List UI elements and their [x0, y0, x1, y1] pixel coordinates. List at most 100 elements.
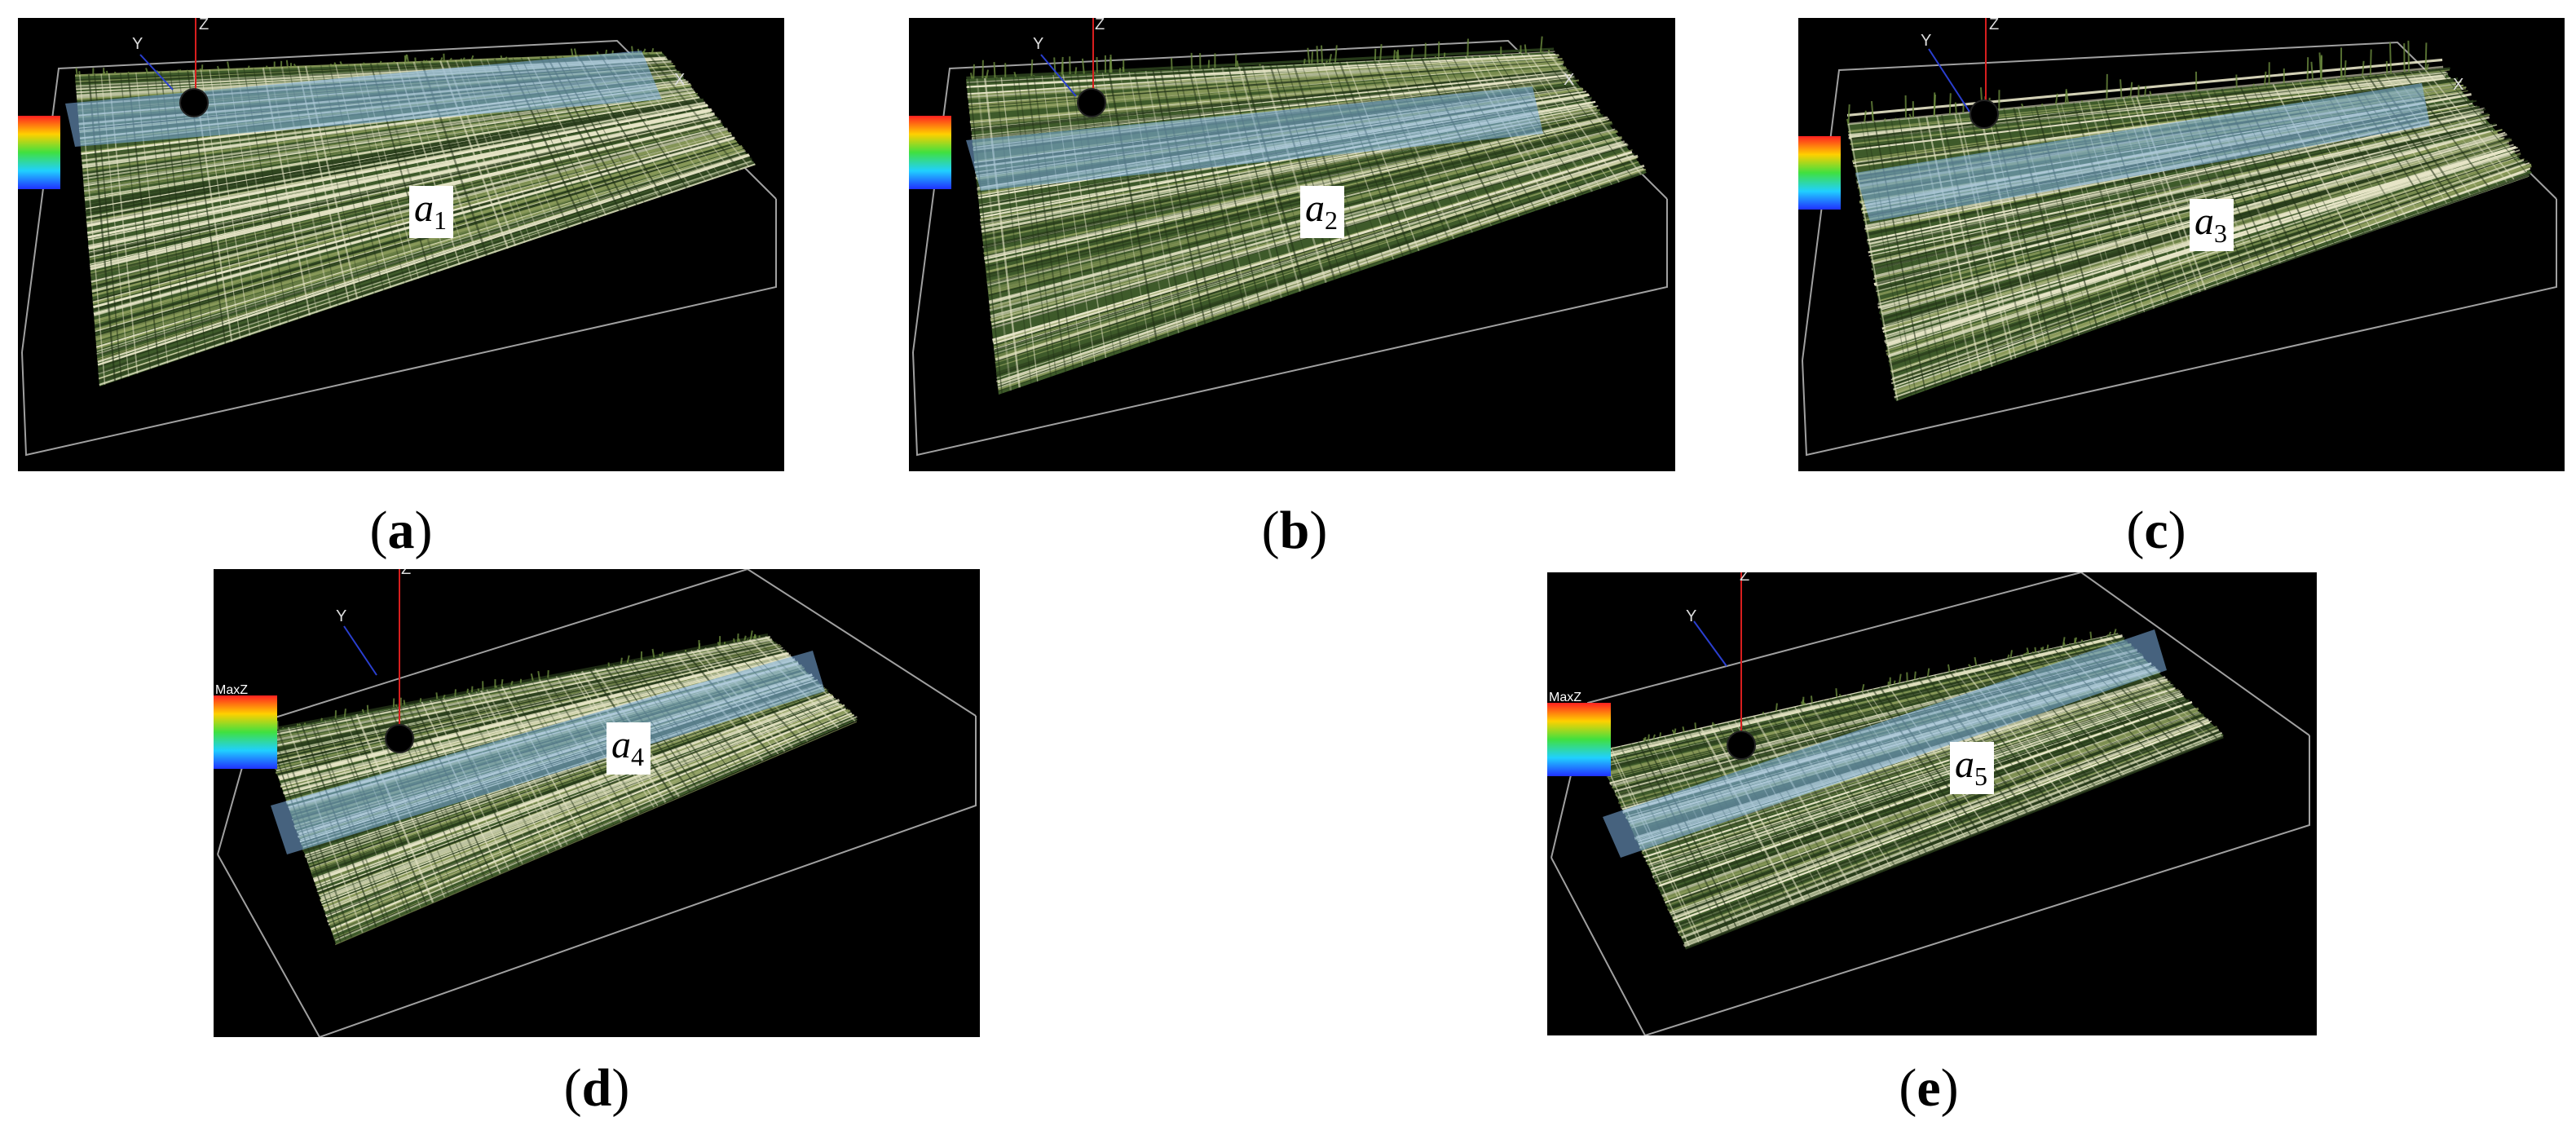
surface-mark: [1152, 70, 1206, 324]
surface-peak: [1899, 673, 1902, 683]
surface-striation: [86, 101, 706, 219]
surface-mark: [1000, 77, 1039, 382]
surface-mark: [655, 51, 750, 168]
surface-peak: [1236, 60, 1239, 67]
surface-mark: [646, 51, 741, 171]
surface-striation: [1876, 122, 2497, 285]
surface-mark: [1159, 69, 1215, 322]
surface-striation: [1679, 726, 2217, 934]
surface-mark: [1052, 75, 1096, 362]
surface-striation: [1603, 642, 2127, 771]
surface-peak: [285, 60, 289, 67]
surface-peak: [642, 48, 646, 54]
surface-mark: [1394, 59, 1473, 233]
surface-striation: [1659, 704, 2194, 890]
surface-peak: [199, 68, 202, 71]
surface-striation: [1676, 724, 2214, 930]
surface-mark: [1768, 712, 1865, 878]
surface-mark: [968, 78, 1003, 394]
surface-striation: [97, 156, 751, 369]
surface-peak: [1933, 95, 1936, 117]
surface-striation: [968, 54, 1559, 95]
surface-peak: [1539, 36, 1543, 53]
surface-striation: [96, 148, 745, 350]
surface-mark: [1753, 715, 1850, 884]
surface-peak: [1013, 71, 1017, 77]
surface-peak: [1838, 693, 1842, 697]
y-axis-line: [1928, 48, 1970, 113]
surface-peak: [2344, 60, 2347, 78]
surface-peak: [1467, 38, 1469, 56]
surface-mark: [1872, 688, 1972, 836]
surface-striation: [83, 91, 695, 186]
surface-peak: [2124, 96, 2128, 99]
surface-peak: [2129, 82, 2133, 98]
surface-peak: [2106, 634, 2109, 637]
section-plane: [271, 651, 825, 854]
surface-striation: [970, 68, 1568, 127]
surface-peak: [620, 657, 623, 664]
surface-striation: [1673, 719, 2210, 920]
section-plane: [1603, 629, 2167, 858]
surface-striation: [95, 144, 740, 334]
surface-striation: [1653, 698, 2186, 878]
surface-striation: [1877, 124, 2498, 286]
surface-striation: [91, 126, 726, 287]
surface-peak: [2064, 89, 2067, 104]
z-axis-label: Z: [401, 569, 411, 578]
y-axis-line: [343, 625, 377, 676]
surface-striation: [1601, 637, 2125, 763]
surface-peak: [1775, 703, 1778, 712]
surface-mark: [1540, 52, 1634, 179]
surface-peak: [1074, 67, 1078, 74]
surface-peak: [145, 68, 148, 73]
surface-striation: [997, 164, 1645, 384]
surface-mark: [1883, 120, 1937, 387]
surface-peak: [460, 58, 463, 60]
surface-mark: [1664, 735, 1757, 920]
surface-peak: [2385, 60, 2389, 74]
surface-striation: [968, 66, 1563, 114]
surface-peak: [1694, 722, 1697, 730]
surface-striation: [1595, 633, 2119, 753]
y-axis-label: Y: [336, 607, 346, 625]
surface-striation: [84, 95, 698, 195]
surface-peak: [570, 48, 574, 56]
surface-peak: [573, 48, 577, 56]
surface-peak: [422, 60, 426, 62]
surface-peak: [1913, 671, 1917, 680]
surface-peak: [501, 679, 504, 687]
surface-striation: [997, 168, 1644, 386]
surface-mark: [1797, 705, 1895, 866]
surface-peak: [1674, 728, 1677, 735]
surface-peak: [177, 69, 179, 72]
surface-striation: [330, 712, 853, 931]
surface-mark: [1873, 121, 1926, 391]
surface-striation: [1846, 58, 2443, 117]
surface-peak: [1547, 49, 1550, 53]
surface-mark: [1285, 64, 1353, 274]
surface-mark: [1991, 110, 2052, 347]
surface-striation: [83, 91, 695, 187]
surface-striation: [1643, 683, 2175, 854]
surface-mark: [1709, 725, 1806, 902]
surface-mark: [1936, 115, 1993, 367]
surface-mark: [1108, 72, 1158, 341]
measurement-point-dot: [385, 724, 414, 753]
surface-striation: [972, 71, 1573, 140]
surface-peak: [1325, 60, 1329, 64]
surface-striation: [986, 120, 1611, 268]
surface-peak: [2080, 639, 2084, 642]
colorbar: [18, 116, 60, 189]
x-axis-label: X: [2453, 76, 2464, 94]
surface-mark: [1202, 68, 1261, 306]
surface-striation: [98, 157, 752, 374]
surface-peak: [1334, 45, 1338, 63]
surface-striation: [323, 704, 843, 908]
colorbar: [909, 116, 951, 189]
surface-mark: [1070, 74, 1115, 355]
surface-striation: [90, 126, 725, 283]
surface-mark: [1969, 112, 2028, 355]
surface-mark: [1527, 52, 1620, 183]
